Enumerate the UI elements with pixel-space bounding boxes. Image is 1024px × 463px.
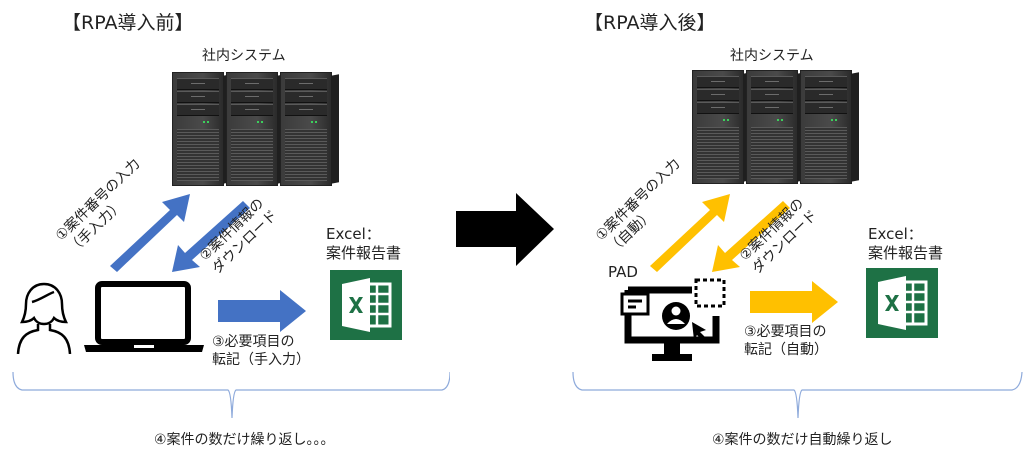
transition-arrow-icon — [456, 193, 554, 266]
before-brace — [12, 372, 450, 419]
arrow-down-left-icon — [712, 201, 790, 272]
after-arrows — [650, 194, 790, 272]
before-excel-line2: 案件報告書 — [326, 244, 402, 262]
after-server-group — [692, 70, 859, 185]
after-title: 【RPA導入後】 — [584, 12, 716, 34]
after-excel-line1: Excel： — [868, 225, 923, 243]
after-brace — [572, 372, 1023, 419]
excel-icon — [330, 270, 402, 340]
server-rack-icon — [172, 72, 231, 186]
before-arrow-right-icon — [218, 290, 306, 332]
before-step3-line2: 転記（手入力） — [212, 352, 310, 368]
after-system-label: 社内システム — [730, 48, 814, 64]
arrow-up-right-icon — [650, 194, 730, 272]
server-rack-icon — [280, 72, 339, 186]
person-icon — [16, 282, 72, 354]
before-step3-line1: ③必要項目の — [212, 334, 295, 350]
pad-label: PAD — [608, 263, 638, 281]
before-server-group — [172, 72, 339, 187]
before-repeat-label: ④案件の数だけ繰り返し。。。 — [154, 432, 335, 448]
after-step3-line2: 転記（自動） — [744, 342, 828, 358]
before-system-label: 社内システム — [202, 48, 286, 64]
after-arrow-right-icon — [750, 281, 838, 323]
excel-icon — [866, 268, 938, 338]
server-rack-icon — [226, 72, 285, 186]
server-rack-icon — [692, 70, 751, 184]
laptop-icon — [84, 281, 204, 352]
after-step3-line1: ③必要項目の — [744, 324, 827, 340]
arrow-down-left-icon — [172, 201, 250, 272]
before-title: 【RPA導入前】 — [62, 12, 194, 34]
before-excel-line1: Excel： — [326, 225, 381, 243]
pad-monitor-icon — [620, 278, 726, 361]
arrow-up-right-icon — [110, 194, 190, 272]
server-rack-icon — [800, 70, 859, 184]
before-arrows — [110, 194, 250, 272]
server-rack-icon — [746, 70, 805, 184]
after-excel-line2: 案件報告書 — [868, 244, 944, 262]
after-repeat-label: ④案件の数だけ自動繰り返し — [712, 432, 893, 448]
